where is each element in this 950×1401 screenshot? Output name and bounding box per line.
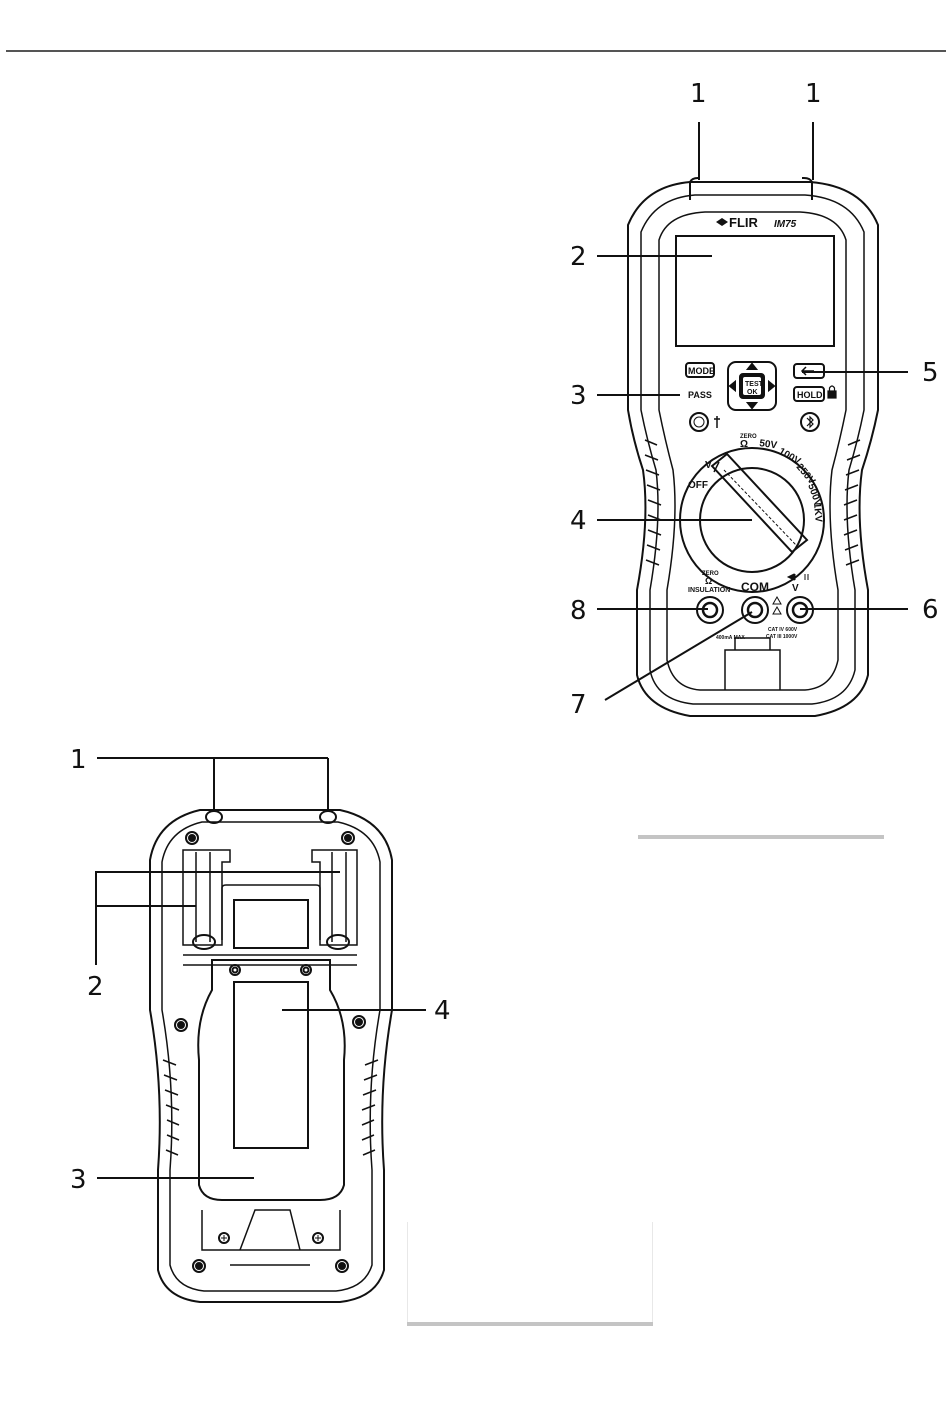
back-probe-clip-right xyxy=(312,850,357,945)
test-label: TEST xyxy=(745,381,764,388)
back-callout-3: 3 xyxy=(70,1165,87,1195)
back-body-outline xyxy=(150,810,392,1302)
back-probe-hole-right xyxy=(320,811,336,823)
flir-logo-icon xyxy=(716,218,728,226)
model-label: IM75 xyxy=(774,219,797,230)
dial-v-label: V xyxy=(705,460,712,471)
front-bottom-notch xyxy=(725,650,780,690)
light-rule-left xyxy=(407,1222,408,1322)
dial-ohm-label: Ω xyxy=(740,439,748,450)
jack-ohm-label: Ω xyxy=(705,576,712,586)
front-callout-7: 7 xyxy=(570,690,587,720)
back-battery-door xyxy=(198,960,344,1200)
back-callout-4: 4 xyxy=(434,996,451,1026)
back-callout-2: 2 xyxy=(87,972,104,1002)
back-tilt-stand-upper xyxy=(222,885,320,940)
front-callout-2: 2 xyxy=(570,242,587,272)
back-probe-hole-left xyxy=(206,811,222,823)
front-callout-4: 4 xyxy=(570,506,587,536)
bluetooth-icon xyxy=(807,417,813,427)
back-label-area xyxy=(234,982,308,1148)
back-probe-clip-left xyxy=(183,850,230,945)
com-jack[interactable] xyxy=(742,597,768,623)
front-body-bumper xyxy=(641,195,864,704)
hold-label: HOLD xyxy=(797,390,823,400)
front-callout-6: 6 xyxy=(922,595,939,625)
com-label: COM xyxy=(741,580,769,594)
cat-rating-line1: CAT IV 600V xyxy=(768,627,798,633)
pass-label: PASS xyxy=(688,390,712,400)
mode-label: MODE xyxy=(688,366,715,376)
front-callout-8: 8 xyxy=(570,596,587,626)
back-callouts: 1 2 3 4 xyxy=(70,745,451,1195)
left-arrow-icon xyxy=(730,382,735,390)
gray-divider-bottom xyxy=(407,1322,653,1326)
right-arrow-icon xyxy=(769,382,774,390)
dial-off-label: OFF xyxy=(688,480,708,491)
down-arrow-icon xyxy=(748,403,756,408)
back-bottom-notch xyxy=(240,1210,300,1250)
light-rule-right xyxy=(652,1222,653,1322)
back-lower-panel xyxy=(202,1210,340,1250)
front-callout-3: 3 xyxy=(570,381,587,411)
back-view xyxy=(150,810,392,1302)
back-stand-window xyxy=(234,900,308,948)
front-face-plate xyxy=(659,212,846,690)
dial-1kv-label: 1KV xyxy=(811,502,824,523)
backlight-button[interactable] xyxy=(690,413,708,431)
back-leader-lines xyxy=(96,758,426,1178)
gray-divider-right xyxy=(638,835,884,839)
front-view xyxy=(628,178,878,716)
jack-insulation-label: INSULATION xyxy=(688,587,730,594)
jack-v-label: V xyxy=(792,583,799,594)
front-callout-1a: 1 xyxy=(690,79,707,109)
back-callout-1: 1 xyxy=(70,745,87,775)
backlight-icon xyxy=(694,417,704,427)
flashlight-icon xyxy=(714,416,720,428)
front-callout-5: 5 xyxy=(922,358,939,388)
back-body-bumper xyxy=(162,822,380,1291)
lock-icon xyxy=(828,386,836,398)
front-callout-1b: 1 xyxy=(805,79,822,109)
cat-rating-line2: CAT III 1000V xyxy=(766,634,798,640)
ok-label: OK xyxy=(747,389,758,396)
warning-icon xyxy=(773,607,781,614)
max-current-label: 400mA MAX xyxy=(716,635,745,641)
front-lcd-screen xyxy=(676,236,834,346)
up-arrow-icon xyxy=(748,364,756,369)
brand-label: FLIR xyxy=(729,215,758,230)
